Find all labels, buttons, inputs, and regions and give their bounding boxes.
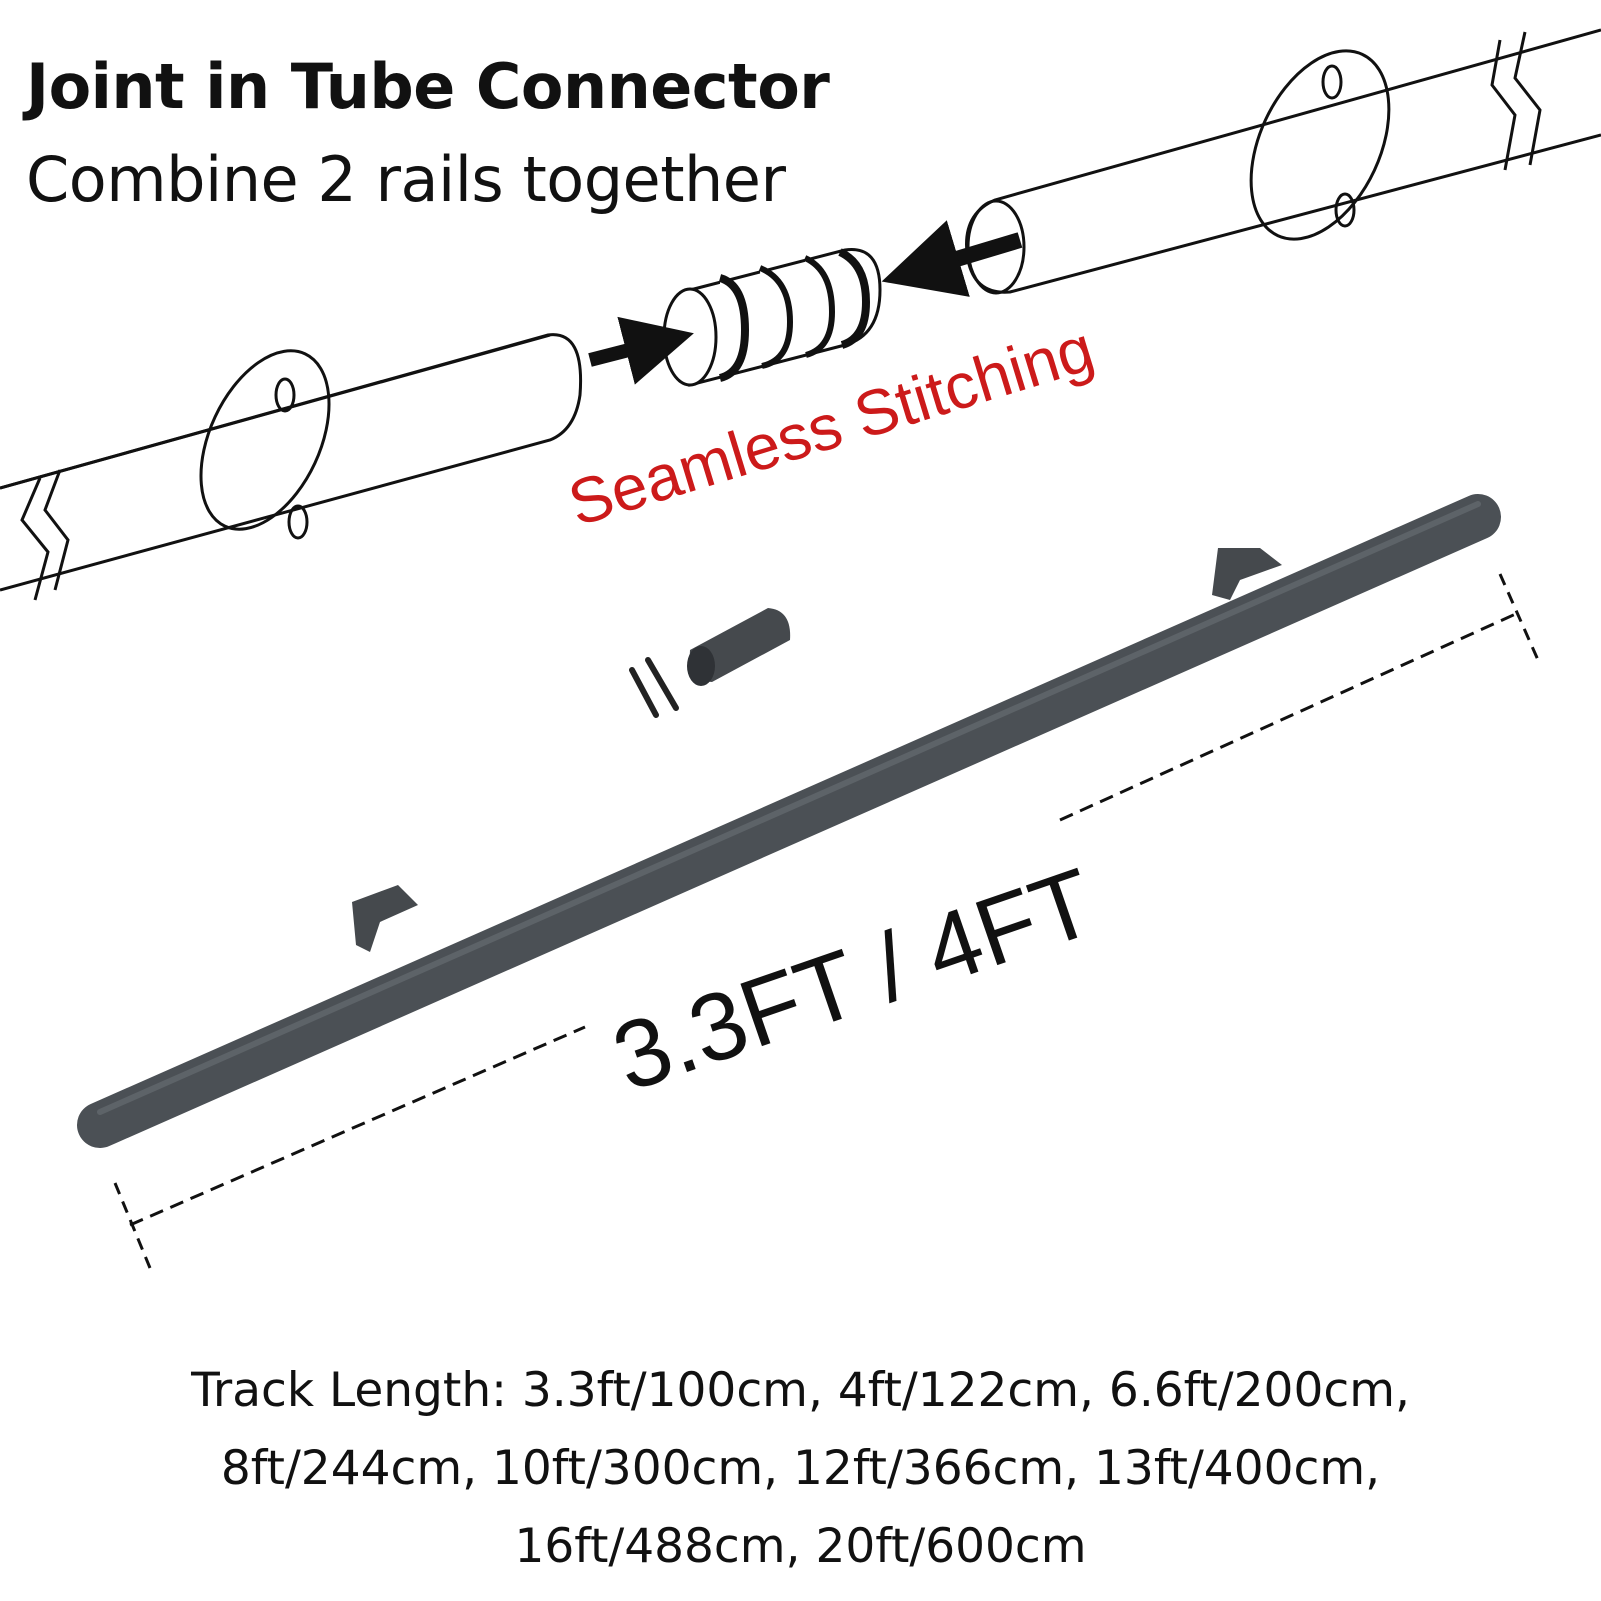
rail-bracket-right <box>1212 548 1282 600</box>
spec-line: 8ft/244cm, 10ft/300cm, 12ft/366cm, 13ft/… <box>220 1441 1381 1496</box>
rail-product <box>77 494 1501 1148</box>
track-length-specs: Track Length: 3.3ft/100cm, 4ft/122cm, 6.… <box>40 1352 1561 1586</box>
page-subtitle: Combine 2 rails together <box>26 143 786 216</box>
connector-pin-icon <box>687 608 791 686</box>
connector-drawing <box>662 248 882 387</box>
right-wall-bracket <box>1249 49 1391 241</box>
screw-pair-icon <box>629 657 679 718</box>
right-rail-drawing <box>965 28 1601 295</box>
page-title: Joint in Tube Connector <box>26 50 830 123</box>
spec-line: 16ft/488cm, 20ft/600cm <box>514 1519 1087 1574</box>
spec-line: Track Length: 3.3ft/100cm, 4ft/122cm, 6.… <box>191 1363 1410 1418</box>
left-rail-drawing <box>0 333 583 601</box>
arrow-left <box>881 220 1023 297</box>
arrow-right <box>588 316 694 385</box>
dimension-line <box>113 573 1540 1269</box>
rail-bracket-left <box>352 885 418 952</box>
left-wall-bracket <box>199 349 331 531</box>
